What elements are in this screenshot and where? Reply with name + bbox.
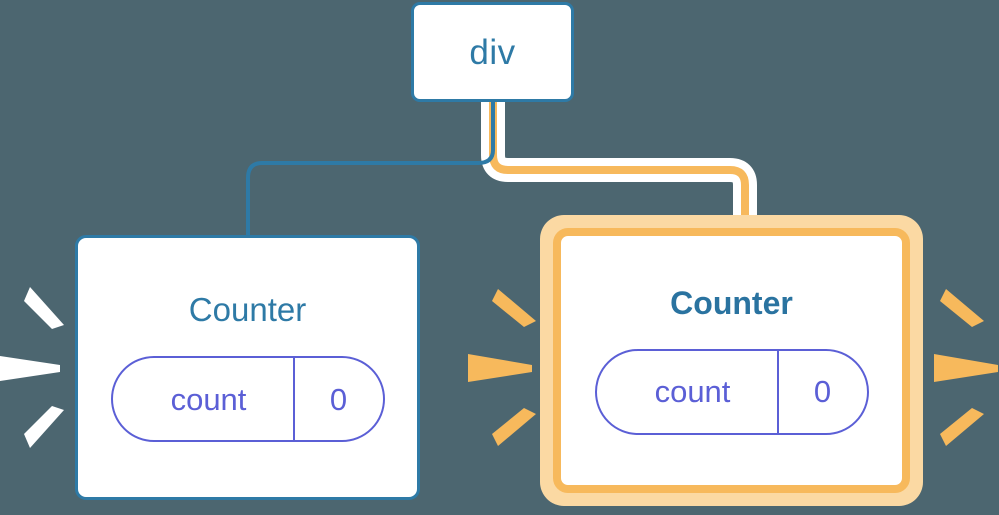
edge-div-to-counter-left [246, 100, 495, 240]
prop-key-left: count [170, 381, 247, 417]
node-counter-right-title: Counter [670, 284, 793, 321]
prop-pill-left: count 0 [110, 356, 385, 442]
orange-spark-bottom-right [940, 408, 984, 446]
white-spark-middle-left [0, 356, 60, 381]
prop-value-left: 0 [292, 358, 383, 440]
node-div-label: div [469, 32, 516, 72]
node-counter-right[interactable]: Counter count 0 [553, 228, 910, 493]
orange-spark-middle-mid [468, 354, 532, 382]
orange-spark-top-right [940, 289, 984, 327]
orange-spark-top-mid [492, 289, 536, 327]
white-spark-bottom-left [24, 406, 64, 448]
white-spark-top-left [24, 287, 64, 329]
prop-key-right: count [654, 374, 731, 409]
orange-spark-middle-right [934, 354, 998, 382]
orange-spark-bottom-mid [492, 408, 536, 446]
node-counter-left-title: Counter [188, 291, 307, 328]
prop-value-right: 0 [776, 350, 867, 433]
node-counter-left[interactable]: Counter count 0 [75, 235, 420, 500]
prop-pill-right: count 0 [594, 348, 869, 435]
edge-div-to-counter-right [489, 100, 749, 250]
node-div[interactable]: div [411, 2, 574, 102]
